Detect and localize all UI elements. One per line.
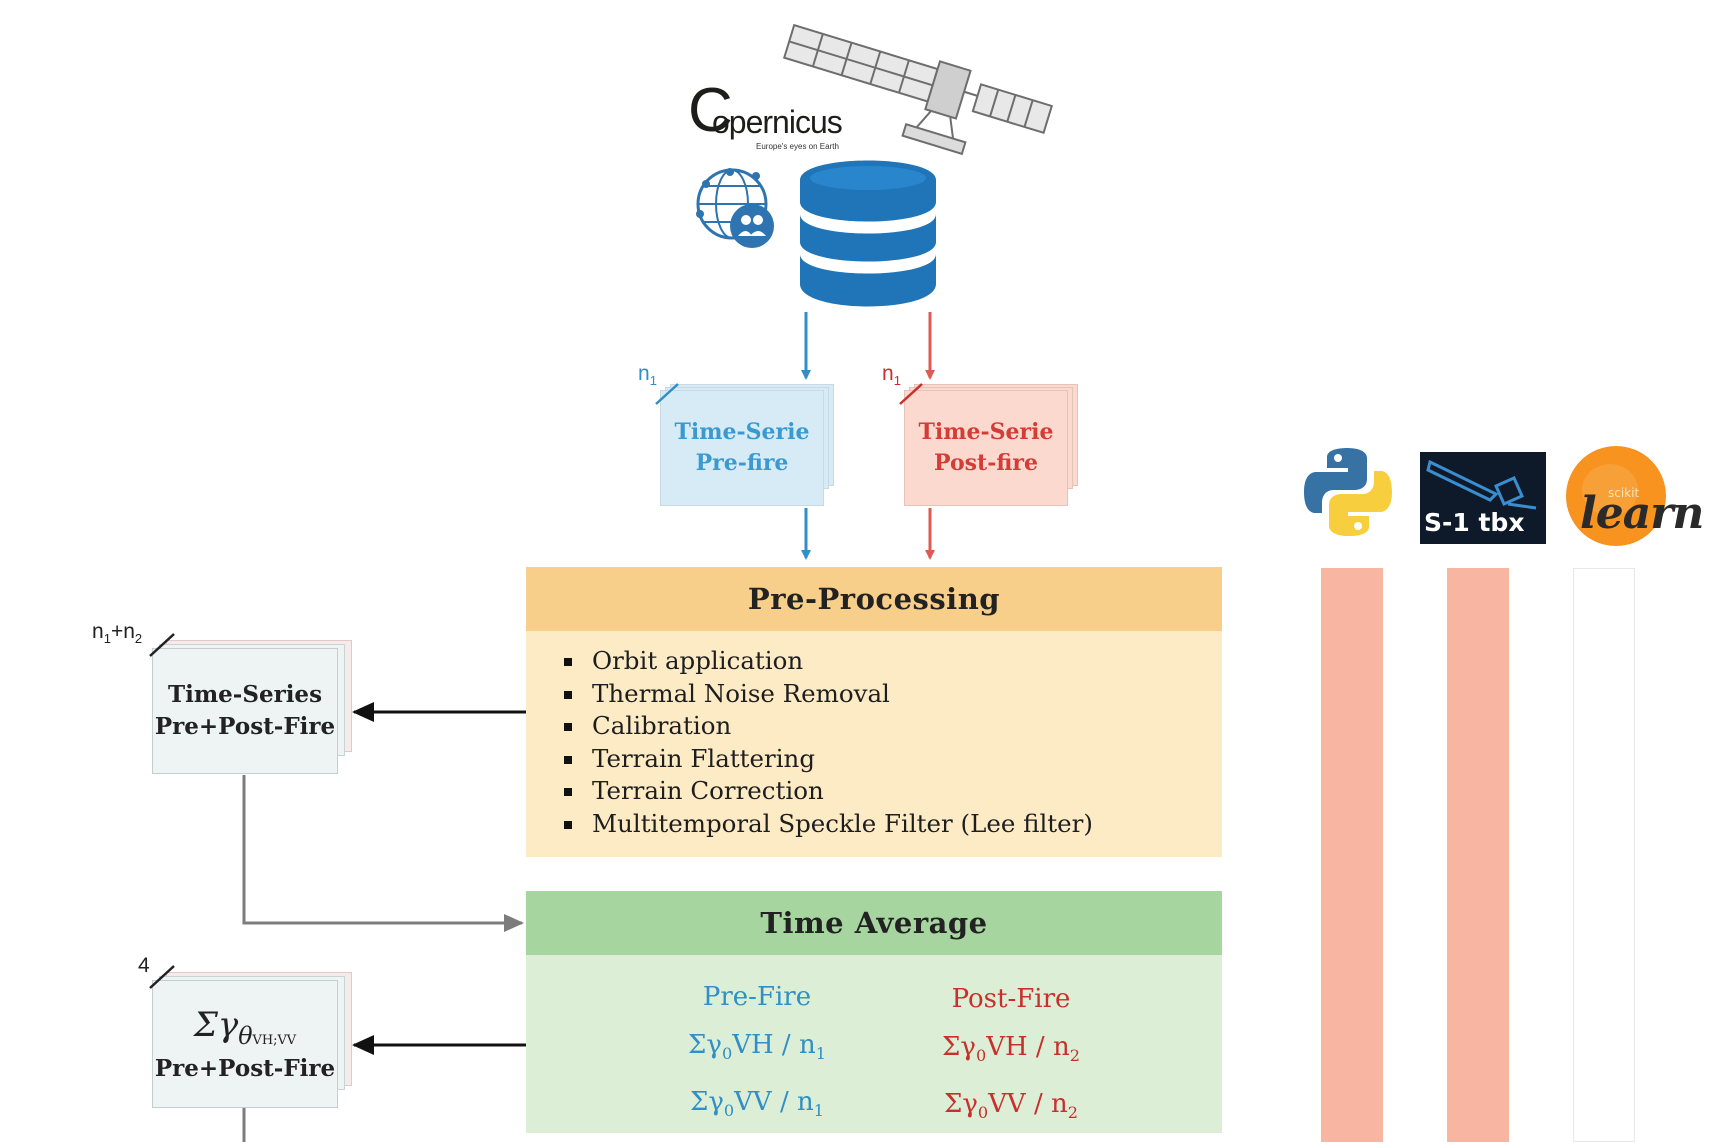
postfire-stack-line2: Post-fire [934, 450, 1038, 476]
prefire-stack-line2: Pre-fire [695, 450, 789, 476]
preprocessing-box: Pre-Processing Orbit application Thermal… [526, 567, 1222, 857]
postfire-count: n [882, 362, 894, 385]
sklearn-usage-bar [1573, 568, 1635, 1142]
combined-stack-label: Time-Series Pre+Post-Fire [152, 648, 338, 774]
prefire-vv-n: 1 [813, 1101, 824, 1121]
stack-sheet [904, 390, 1068, 506]
snap-label: S-1 tbx [1424, 508, 1525, 537]
postfire-label: Post-Fire [951, 984, 1071, 1014]
sigma-count-label: 4 [138, 954, 150, 978]
sklearn-logo: scikit learn [1564, 444, 1704, 548]
postfire-count-label: n1 [882, 362, 901, 388]
combined-timeseries-stack: Time-Series Pre+Post-Fire [152, 640, 352, 774]
database-icon [800, 160, 936, 307]
snap-usage-bar [1447, 568, 1509, 1142]
preprocessing-step: Terrain Flattering [564, 743, 1222, 776]
time-average-postfire-column: Post-Fire Σγ0VH / n2 Σγ0VV / n2 [896, 975, 1126, 1137]
prefire-vv-sub: 0 [723, 1101, 735, 1121]
combined-stack-line2: Pre+Post-Fire [154, 713, 336, 740]
preprocessing-steps: Orbit application Thermal Noise Removal … [564, 645, 1222, 841]
stack-sheet [152, 980, 338, 1108]
prefire-count-slash [655, 383, 679, 405]
postfire-vh-formula: Σγ0VH / n2 [896, 1023, 1126, 1080]
time-average-title: Time Average [526, 891, 1222, 955]
sigma-sub-pol: VH;VV [252, 1033, 297, 1049]
prefire-vh-formula: Σγ0VH / n1 [642, 1021, 872, 1078]
python-logo-icon [1304, 448, 1392, 536]
satellite-icon [782, 23, 1054, 156]
snap-satellite-icon [1426, 459, 1537, 510]
sigma-count: 4 [138, 954, 150, 977]
sklearn-small-label: scikit [1608, 486, 1640, 500]
preprocessing-step: Thermal Noise Removal [564, 678, 1222, 711]
prefire-vh-sigma: Σγ [688, 1030, 722, 1060]
preprocessing-step: Orbit application [564, 645, 1222, 678]
combined-stack-line1: Time-Series [167, 680, 323, 708]
sigma-count-slash [149, 965, 175, 989]
postfire-vv-sigma: Σγ [943, 1089, 978, 1120]
prefire-label: Pre-Fire [702, 982, 812, 1012]
postfire-vh-pol: VH / n [986, 1032, 1070, 1062]
sigma-sub-theta: θ [238, 1022, 253, 1051]
stack-sheet [660, 390, 824, 506]
postfire-vh-sub: 0 [975, 1046, 987, 1066]
time-average-box: Time Average Pre-Fire Σγ0VH / n1 Σγ0VV /… [526, 891, 1222, 1133]
sigma-stack-symbol-line: ΣγθVH;VV [194, 1002, 296, 1053]
postfire-count-sub: 1 [893, 373, 901, 389]
python-usage-bar [1321, 568, 1383, 1142]
postfire-stack-line1: Time-Serie [918, 419, 1054, 446]
prefire-stack-label: Time-Serie Pre-fire [660, 390, 824, 506]
prefire-vh-pol: VH / n [732, 1030, 816, 1060]
sigma-stack-label: ΣγθVH;VV Pre+Post-Fire [152, 980, 338, 1108]
postfire-vv-n: 2 [1067, 1103, 1078, 1123]
preprocessing-step: Terrain Correction [564, 775, 1222, 808]
preprocessing-title: Pre-Processing [526, 567, 1222, 631]
stack-sheet [152, 648, 338, 774]
sklearn-blob-icon [1566, 446, 1666, 546]
sklearn-big-label: learn [1580, 488, 1704, 539]
combined-count: n1+n2 [92, 620, 143, 647]
copernicus-logo: C opernicus Europe's eyes on Earth [688, 80, 868, 156]
prefire-vh-sub: 0 [721, 1044, 733, 1064]
copernicus-logo-name: opernicus [712, 104, 843, 140]
postfire-vv-pol: VV / n [988, 1089, 1068, 1120]
postfire-timeseries-stack: Time-Serie Post-fire [904, 384, 1080, 506]
arrow-combined-to-timeavg [242, 775, 524, 932]
combined-count-label: n1+n2 [92, 620, 142, 646]
copernicus-logo-initial: C [688, 76, 733, 145]
preprocessing-step: Multitemporal Speckle Filter (Lee filter… [564, 808, 1222, 841]
prefire-vv-formula: Σγ0VV / n1 [642, 1078, 872, 1135]
copernicus-logo-tagline: Europe's eyes on Earth [756, 142, 839, 151]
prefire-vv-pol: VV / n [734, 1087, 814, 1118]
postfire-stack-label: Time-Serie Post-fire [904, 390, 1068, 506]
prefire-count-sub: 1 [649, 373, 657, 389]
time-average-prefire-column: Pre-Fire Σγ0VH / n1 Σγ0VV / n1 [642, 973, 872, 1135]
globe-network-icon [696, 168, 774, 248]
sigma-symbol: Σγ [193, 1005, 239, 1046]
postfire-vh-sigma: Σγ [942, 1032, 976, 1062]
postfire-vh-n: 2 [1069, 1046, 1080, 1066]
prefire-vh-n: 1 [815, 1044, 826, 1064]
snap-s1tbx-logo: S-1 tbx [1420, 452, 1546, 544]
postfire-count-slash [899, 383, 923, 405]
prefire-stack-line1: Time-Serie [674, 419, 810, 446]
prefire-count: n [638, 362, 650, 385]
combined-count-slash [149, 633, 175, 657]
postfire-vv-formula: Σγ0VV / n2 [896, 1080, 1126, 1137]
sigma-stack-line2: Pre+Post-Fire [154, 1055, 336, 1083]
postfire-vv-sub: 0 [977, 1103, 989, 1123]
prefire-vv-sigma: Σγ [689, 1087, 724, 1118]
prefire-count-label: n1 [638, 362, 657, 388]
preprocessing-step: Calibration [564, 710, 1222, 743]
prefire-timeseries-stack: Time-Serie Pre-fire [660, 384, 836, 506]
sigma-stack: ΣγθVH;VV Pre+Post-Fire [152, 972, 352, 1108]
